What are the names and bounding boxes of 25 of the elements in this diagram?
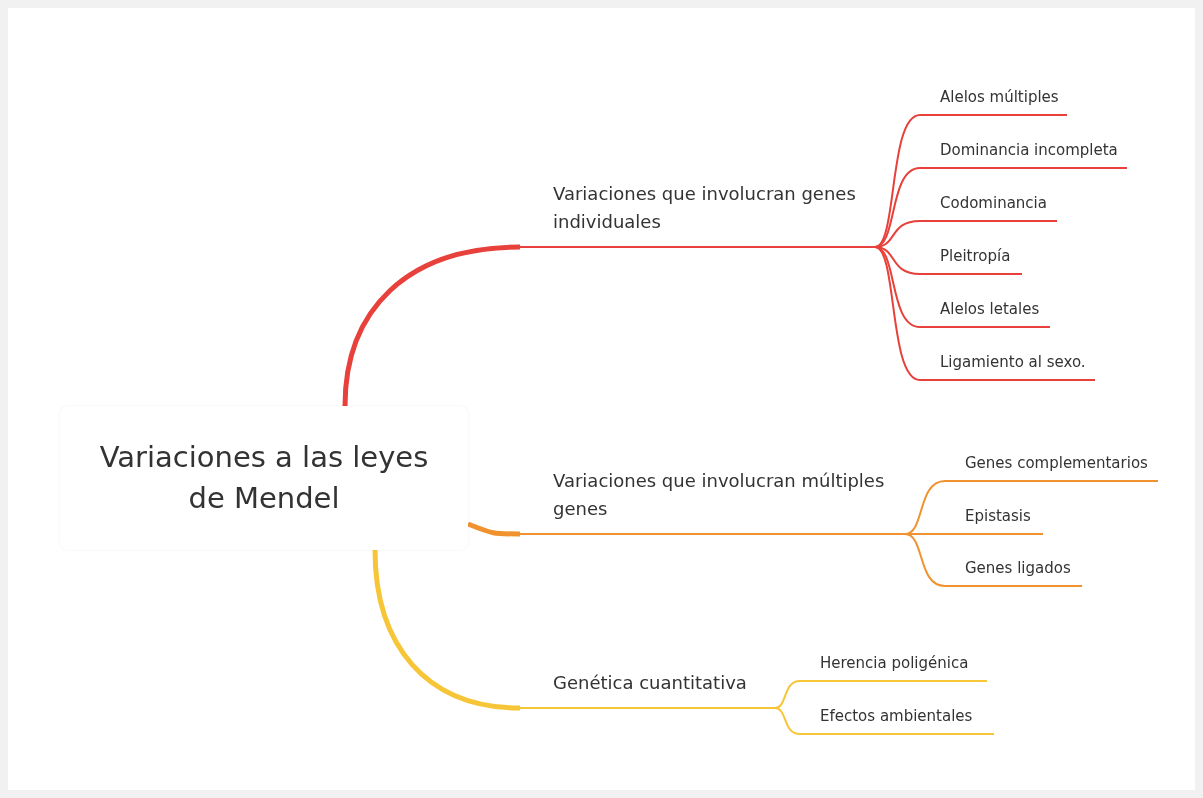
branch-connector <box>372 549 521 711</box>
branch-connector <box>774 680 801 709</box>
branch-connector <box>467 521 520 537</box>
topic-text: Efectos ambientales <box>820 707 973 725</box>
central-topic-box <box>60 406 468 550</box>
branch-connector <box>342 244 521 407</box>
branch-connector <box>904 533 946 587</box>
topic-text: Variaciones que involucran genes individuales <box>553 182 857 235</box>
topic-text: Epistasis <box>965 507 1031 525</box>
topic-text: Codominancia <box>940 194 1047 212</box>
topic-text: Dominancia incompleta <box>940 141 1118 159</box>
topic-text: Alelos múltiples <box>940 88 1059 106</box>
topic-text: Alelos letales <box>940 300 1040 318</box>
branch-connector <box>874 246 921 328</box>
branch-connector <box>774 707 801 735</box>
topic-text: Herencia poligénica <box>820 654 969 672</box>
topic-text: Genes complementarios <box>965 454 1148 472</box>
branch-connector <box>874 167 921 248</box>
topic-text: Variaciones que involucran múltiples genes <box>553 469 886 522</box>
topic-text: Genética cuantitativa <box>553 671 747 696</box>
topic-text: Variaciones a las leyes de Mendel <box>98 439 430 517</box>
topic-text: Pleitropía <box>940 247 1011 265</box>
topic-text: Ligamiento al sexo. <box>940 353 1086 371</box>
topic-text: Genes ligados <box>965 559 1071 577</box>
branch-connector <box>874 246 921 381</box>
